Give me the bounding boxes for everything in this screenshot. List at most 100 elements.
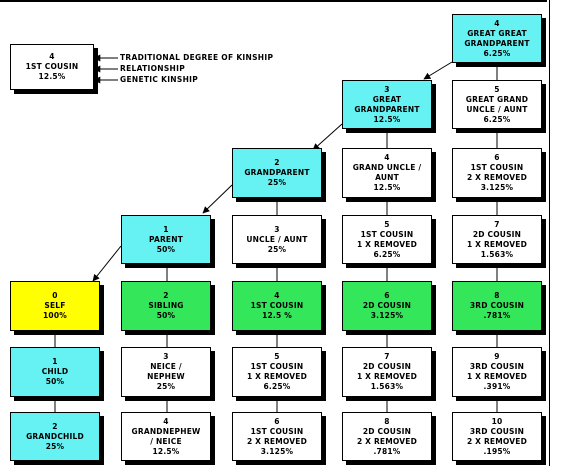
percent-text: 50% bbox=[156, 244, 176, 254]
relationship-text: 1 X REMOVED bbox=[246, 372, 308, 381]
relationship-text: SIBLING bbox=[148, 301, 184, 310]
degree-text: 6 bbox=[494, 153, 500, 162]
node-3rd-cousin-1x-removed: 9 3RD COUSIN 1 X REMOVED .391% bbox=[452, 347, 542, 397]
percent-text: 1.563% bbox=[370, 382, 404, 391]
degree-text: 5 bbox=[494, 84, 500, 94]
relationship-text: 2 X REMOVED bbox=[466, 173, 528, 182]
percent-text: 100% bbox=[43, 311, 67, 320]
relationship-text: 2D COUSIN bbox=[362, 426, 412, 436]
percent-text: 3.125% bbox=[370, 311, 404, 320]
percent-text: 6.25% bbox=[373, 249, 401, 259]
node-child: 1 CHILD 50% bbox=[10, 347, 100, 397]
degree-text: 3 bbox=[163, 352, 169, 361]
legend-degree: 4 bbox=[49, 52, 55, 61]
node-grandchild: 2 GRANDCHILD 25% bbox=[10, 412, 100, 461]
node-grandparent: 2 GRANDPARENT 25% bbox=[232, 148, 322, 198]
node-1st-cousin: 4 1ST COUSIN 12.5 % bbox=[232, 281, 322, 331]
percent-text: 6.25% bbox=[263, 382, 291, 391]
top-border-line bbox=[0, 0, 547, 2]
node-1st-cousin-2x-removed-lower: 6 1ST COUSIN 2 X REMOVED 3.125% bbox=[232, 412, 322, 461]
degree-text: 2 bbox=[52, 421, 58, 431]
relationship-text: SELF bbox=[44, 301, 66, 310]
percent-text: 3.125% bbox=[260, 446, 294, 456]
degree-text: 1 bbox=[52, 357, 58, 366]
percent-text: 25% bbox=[267, 178, 287, 187]
degree-text: 2 bbox=[274, 158, 280, 167]
relationship-text: GRANDNEPHEW bbox=[131, 426, 201, 436]
node-great-grand-uncle-aunt: 5 GREAT GRAND UNCLE / AUNT 6.25% bbox=[452, 80, 542, 129]
degree-text: 0 bbox=[52, 291, 58, 300]
arrow-gp2-to-parent bbox=[202, 184, 233, 214]
degree-text: 4 bbox=[163, 416, 169, 426]
relationship-text: 2D COUSIN bbox=[362, 362, 412, 371]
relationship-text: 3RD COUSIN bbox=[469, 301, 525, 310]
relationship-text: 2 X REMOVED bbox=[356, 436, 418, 446]
percent-text: .195% bbox=[483, 446, 511, 456]
node-3rd-cousin-2x-removed: 10 3RD COUSIN 2 X REMOVED .195% bbox=[452, 412, 542, 461]
degree-text: 4 bbox=[494, 18, 500, 28]
relationship-text: / NEICE bbox=[150, 436, 182, 446]
relationship-text: UNCLE / AUNT bbox=[246, 234, 308, 244]
percent-text: 6.25% bbox=[483, 48, 511, 58]
node-sibling: 2 SIBLING 50% bbox=[121, 281, 211, 331]
degree-text: 3 bbox=[384, 84, 390, 94]
percent-text: .781% bbox=[373, 446, 401, 456]
arrow-gp3-to-gp2 bbox=[312, 123, 343, 151]
relationship-text: NEICE / bbox=[150, 362, 182, 371]
degree-text: 6 bbox=[274, 416, 280, 426]
relationship-text: UNCLE / AUNT bbox=[466, 104, 528, 114]
relationship-text: GRANDCHILD bbox=[26, 431, 84, 441]
percent-text: 25% bbox=[267, 244, 287, 254]
node-1st-cousin-2x-removed-upper: 6 1ST COUSIN 2 X REMOVED 3.125% bbox=[452, 148, 542, 198]
legend-relationship: 1ST COUSIN bbox=[25, 62, 79, 71]
percent-text: 12.5 % bbox=[262, 311, 292, 320]
relationship-text: 1 X REMOVED bbox=[356, 372, 418, 381]
percent-text: 25% bbox=[45, 441, 65, 451]
percent-text: 12.5% bbox=[373, 114, 401, 124]
relationship-text: GRANDPARENT bbox=[354, 104, 420, 114]
relationship-text: 2 X REMOVED bbox=[246, 436, 308, 446]
relationship-text: 2 X REMOVED bbox=[466, 436, 528, 446]
node-2d-cousin-1x-removed-upper: 7 2D COUSIN 1 X REMOVED 1.563% bbox=[452, 215, 542, 264]
degree-text: 4 bbox=[274, 291, 280, 300]
relationship-text: 2D COUSIN bbox=[472, 229, 522, 239]
legend-box: 4 1ST COUSIN 12.5% bbox=[10, 44, 94, 90]
relationship-text: GRANDPARENT bbox=[464, 38, 530, 48]
relationship-text: 1ST COUSIN bbox=[470, 163, 524, 172]
percent-text: 50% bbox=[156, 311, 176, 320]
degree-text: 10 bbox=[491, 416, 503, 426]
relationship-text: CHILD bbox=[41, 367, 69, 376]
degree-text: 6 bbox=[384, 291, 390, 300]
relationship-text: 2D COUSIN bbox=[362, 301, 412, 310]
node-1st-cousin-1x-removed-upper: 5 1ST COUSIN 1 X REMOVED 6.25% bbox=[342, 215, 432, 264]
node-grandnephew-niece: 4 GRANDNEPHEW / NEICE 12.5% bbox=[121, 412, 211, 461]
degree-text: 1 bbox=[163, 224, 169, 234]
relationship-text: AUNT bbox=[375, 173, 399, 182]
relationship-text: PARENT bbox=[148, 234, 184, 244]
percent-text: 6.25% bbox=[483, 114, 511, 124]
relationship-text: 1 X REMOVED bbox=[466, 239, 528, 249]
degree-text: 5 bbox=[384, 219, 390, 229]
percent-text: 12.5% bbox=[373, 183, 401, 192]
node-uncle-aunt: 3 UNCLE / AUNT 25% bbox=[232, 215, 322, 264]
relationship-text: GREAT bbox=[372, 94, 402, 104]
percent-text: 50% bbox=[45, 377, 65, 386]
relationship-text: 3RD COUSIN bbox=[469, 362, 525, 371]
relationship-text: GREAT GREAT bbox=[467, 28, 527, 38]
legend-percent: 12.5% bbox=[38, 72, 66, 81]
node-self: 0 SELF 100% bbox=[10, 281, 100, 331]
relationship-text: GRAND UNCLE / bbox=[352, 163, 422, 172]
percent-text: 12.5% bbox=[152, 446, 180, 456]
percent-text: .781% bbox=[483, 311, 511, 320]
relationship-text: 1ST COUSIN bbox=[250, 426, 304, 436]
node-2d-cousin: 6 2D COUSIN 3.125% bbox=[342, 281, 432, 331]
degree-text: 4 bbox=[384, 153, 390, 162]
node-2d-cousin-2x-removed: 8 2D COUSIN 2 X REMOVED .781% bbox=[342, 412, 432, 461]
arrow-parent-to-self bbox=[92, 245, 122, 282]
node-2d-cousin-1x-removed-lower: 7 2D COUSIN 1 X REMOVED 1.563% bbox=[342, 347, 432, 397]
legend-label-degree: TRADITIONAL DEGREE OF KINSHIP bbox=[120, 53, 274, 62]
relationship-text: 1ST COUSIN bbox=[250, 301, 304, 310]
relationship-text: 1ST COUSIN bbox=[360, 229, 414, 239]
node-parent: 1 PARENT 50% bbox=[121, 215, 211, 264]
percent-text: 3.125% bbox=[480, 183, 514, 192]
